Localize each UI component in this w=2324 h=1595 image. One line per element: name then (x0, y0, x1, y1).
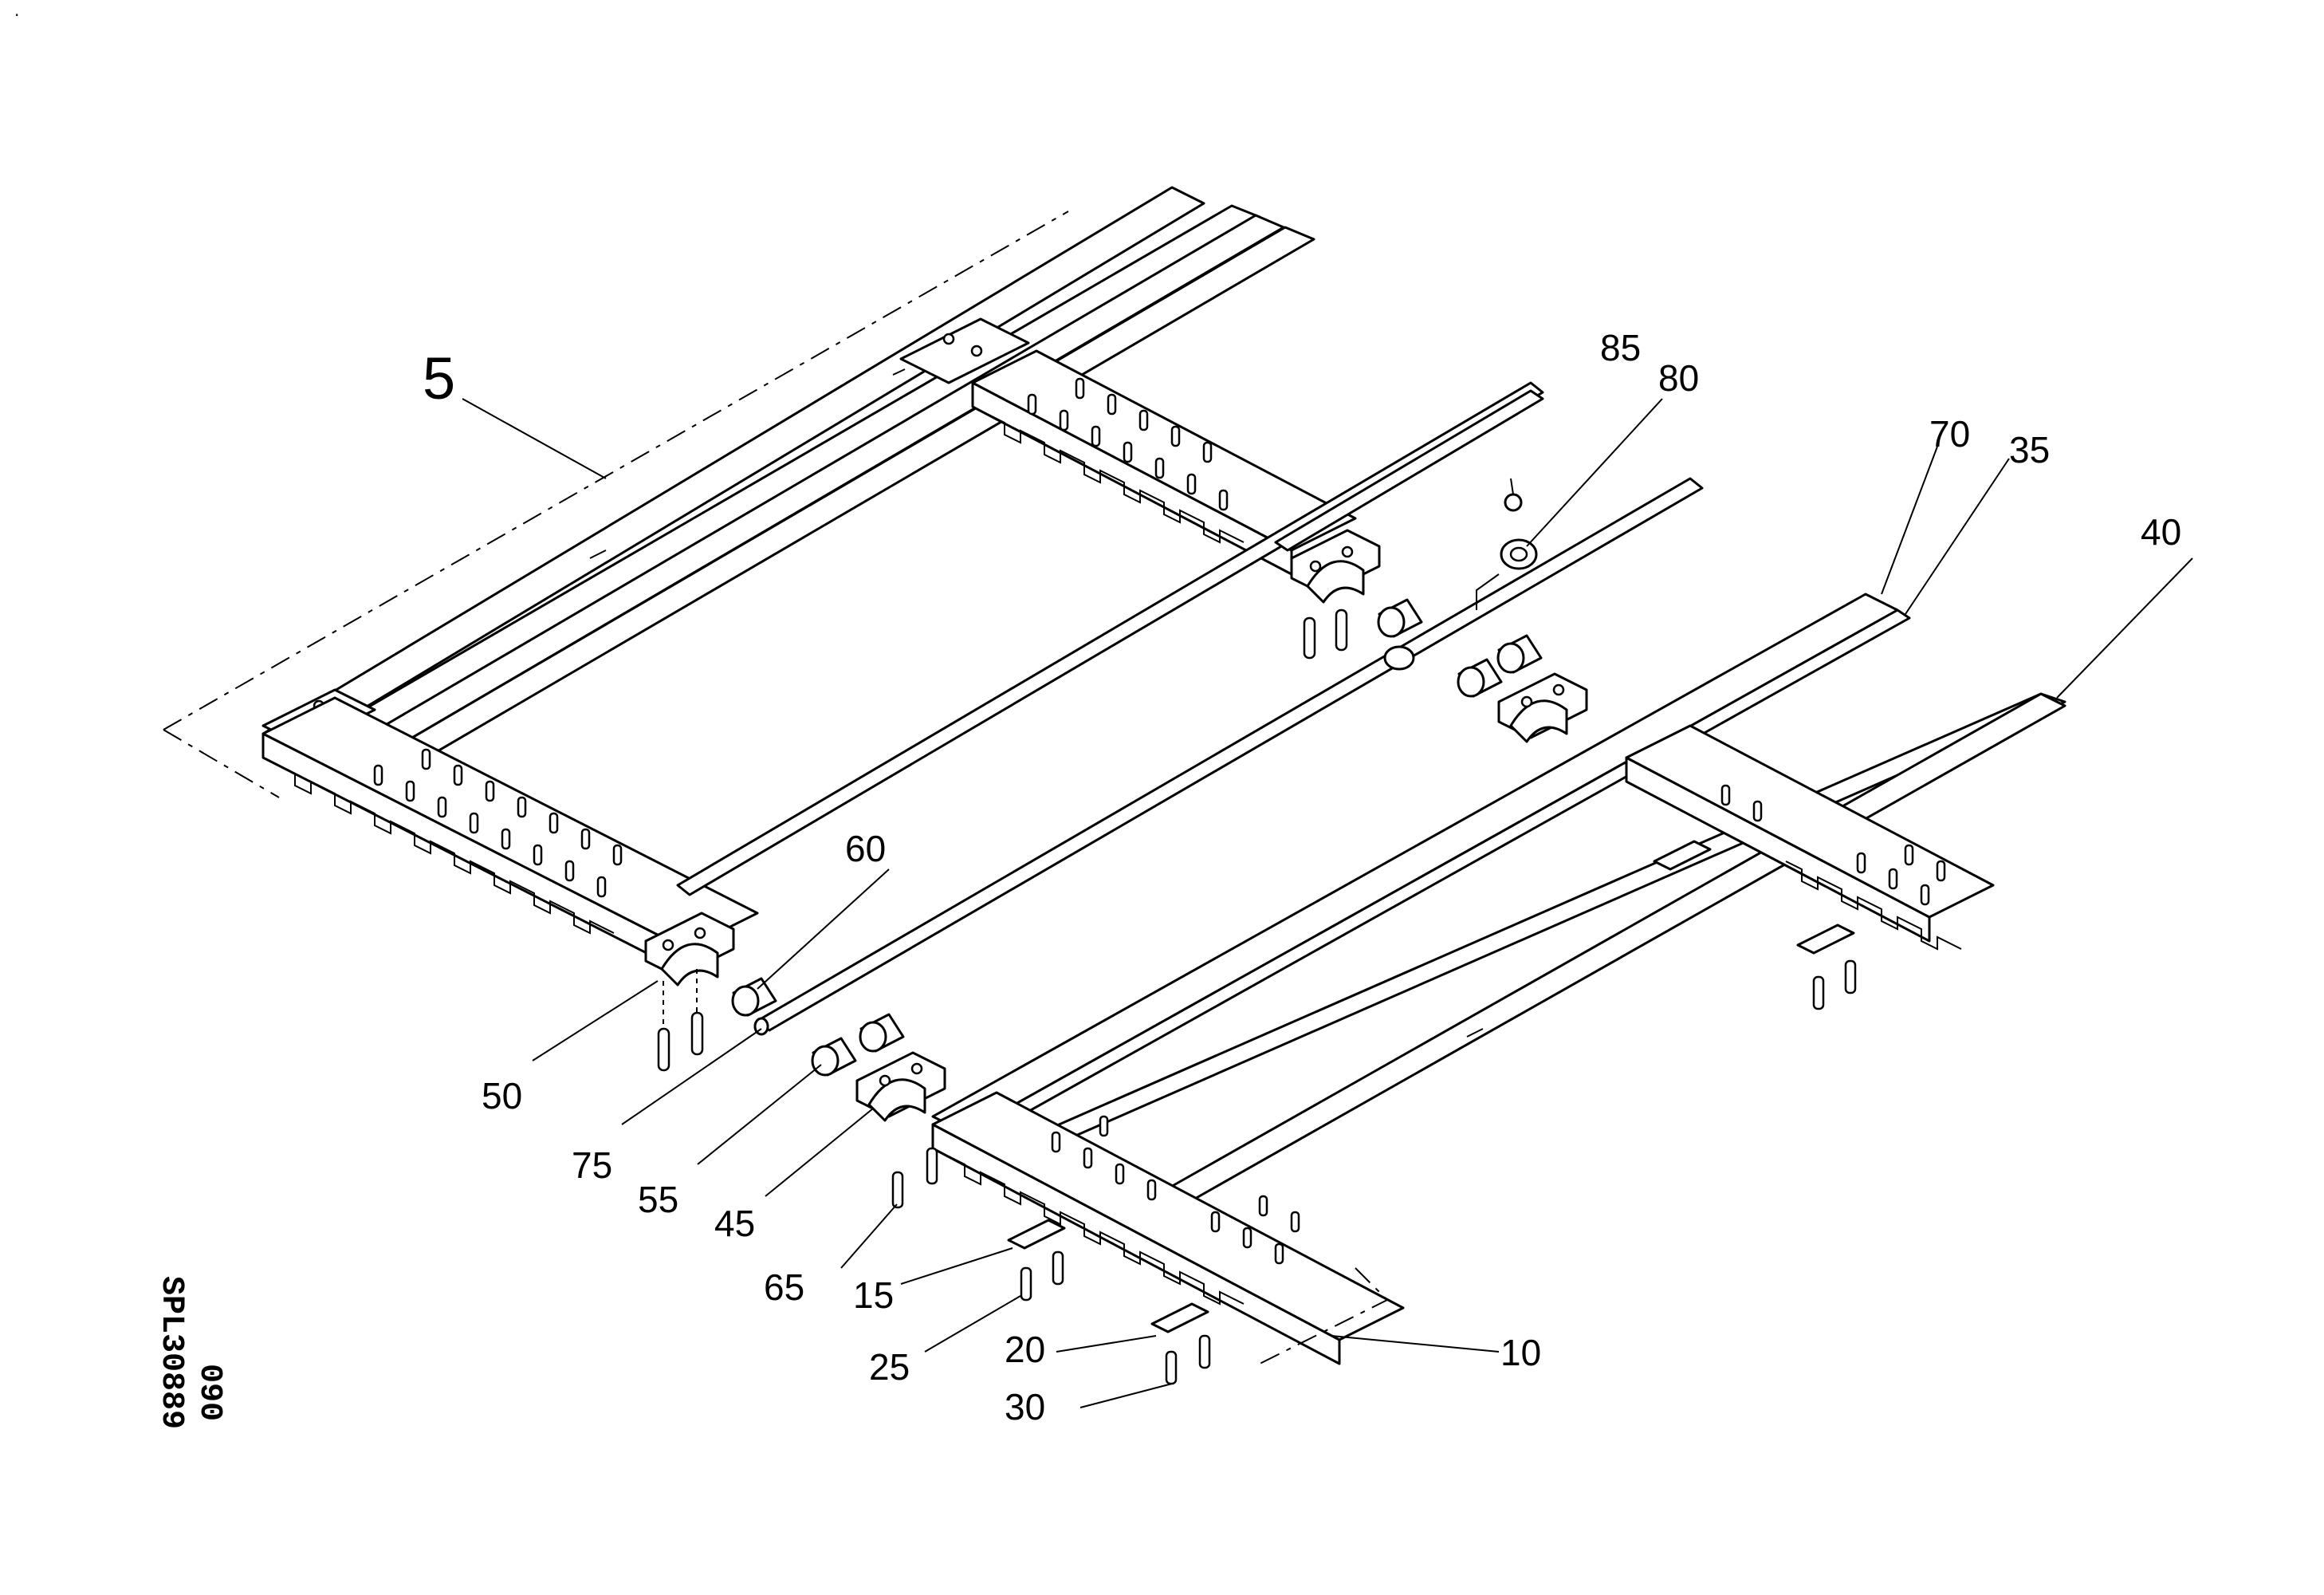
callout-30: 30 (1005, 1386, 1045, 1428)
item-5-extent-line (163, 729, 280, 798)
callout-60: 60 (845, 828, 886, 869)
upper-left-pins (373, 748, 623, 898)
middle-bushings (731, 598, 1543, 1077)
drawing-sheet-number: 090 (191, 1364, 227, 1421)
upper-right-bracket (1290, 529, 1381, 660)
drawing-reference-code: SPL30889 (153, 1276, 189, 1429)
callout-45: 45 (714, 1203, 755, 1244)
lower-assembly (891, 593, 2066, 1385)
callout-55: 55 (638, 1179, 678, 1220)
callout-5: 5 (423, 345, 455, 412)
drawing-reference: SPL30889 090 (153, 1276, 227, 1429)
callout-70: 70 (1929, 413, 1970, 455)
middle-brackets (855, 672, 1588, 1122)
callout-40: 40 (2141, 511, 2181, 553)
lower-left-toothed-plate (931, 1091, 1405, 1365)
upper-rods (676, 381, 1544, 896)
callout-20: 20 (1005, 1329, 1045, 1370)
callout-75: 75 (572, 1144, 612, 1186)
lower-clips-and-screws (891, 840, 1857, 1385)
corner-mark: · (14, 6, 19, 25)
callout-85: 85 (1600, 327, 1641, 368)
nut-and-washer (1476, 493, 1538, 610)
upper-right-toothed-plate (971, 349, 1357, 576)
upper-left-bracket (644, 912, 735, 1072)
callout-65: 65 (764, 1266, 804, 1308)
item-5-extent-line-2 (163, 211, 1069, 731)
callout-35: 35 (2009, 429, 2050, 471)
callout-80: 80 (1658, 357, 1699, 399)
lower-right-toothed-plate (1625, 724, 1995, 951)
callout-25: 25 (869, 1346, 910, 1388)
callout-labels: 5 10 15 20 25 30 35 40 45 50 55 60 65 70… (423, 327, 2181, 1428)
callout-50: 50 (482, 1075, 522, 1116)
callout-10: 10 (1500, 1332, 1541, 1373)
item-10-extent-line (1259, 1267, 1389, 1365)
upper-left-toothed-plate (261, 696, 759, 975)
callout-15: 15 (853, 1274, 894, 1316)
leader-lines (462, 398, 2193, 1408)
middle-long-rod (753, 477, 1704, 1036)
upper-assembly (163, 186, 1544, 1072)
